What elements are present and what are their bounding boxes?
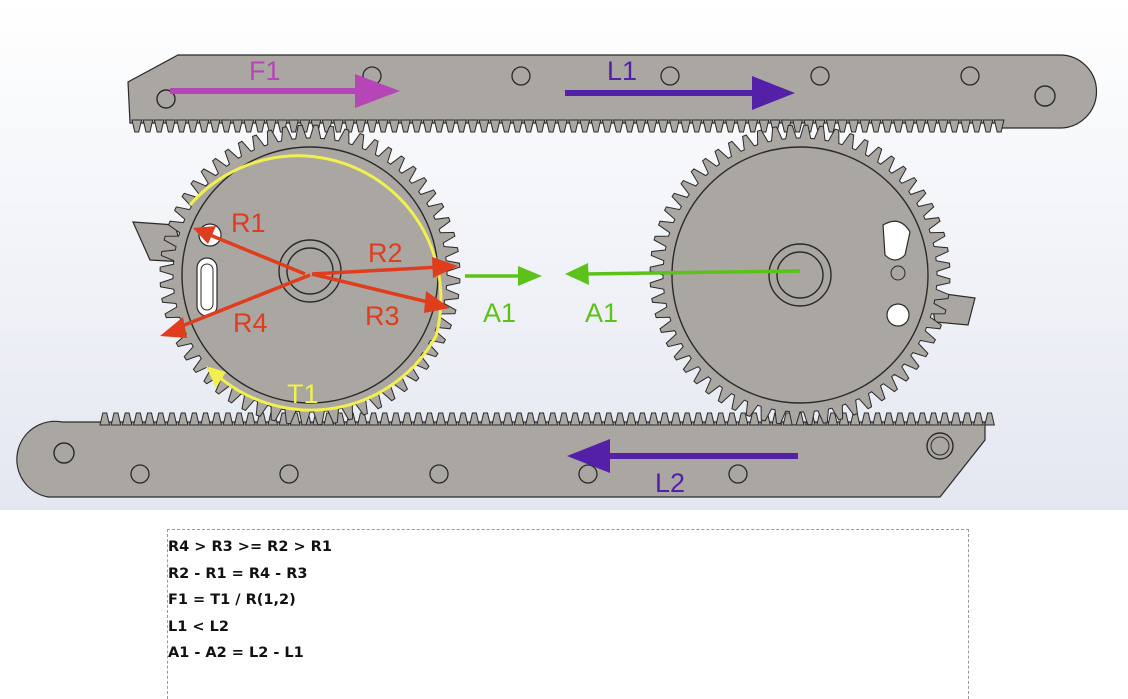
rack-and-gear-diagram: F1 L1 L2 R1 R2 R3 R4 A1 A1 T1 [0, 0, 1128, 510]
note-line-5: A1 - A2 = L2 - L1 [168, 645, 304, 661]
lower-rack-hole [578, 464, 598, 484]
lower-rack-hole [130, 464, 150, 484]
right-gear-rim [671, 146, 929, 404]
torque-arrowhead [206, 366, 226, 388]
note-line-1: R4 > R3 >= R2 > R1 [168, 539, 332, 555]
note-line-2: R2 - R1 = R4 - R3 [168, 565, 308, 582]
upper-rack-pivot-left [156, 89, 176, 109]
label-R4: R4 [233, 308, 268, 338]
upper-rack-hole [810, 66, 830, 86]
lower-rack-body [16, 420, 986, 498]
lower-rack-hole [279, 464, 299, 484]
upper-rack-pivot [1034, 85, 1056, 107]
left-gear-bore [286, 247, 334, 295]
label-L1: L1 [607, 56, 637, 86]
upper-rack-hole [511, 66, 531, 86]
right-gear-hub [768, 243, 832, 307]
lower-rack-hole [429, 464, 449, 484]
torque-arc-T1 [188, 154, 443, 412]
label-R1: R1 [231, 208, 266, 238]
right-gear-hole [886, 303, 910, 327]
lower-rack [16, 412, 995, 498]
lower-rack-hole [728, 464, 748, 484]
radius-arrow-R2 [311, 257, 458, 278]
radius-arrow-R3 [311, 272, 450, 313]
lower-rack-pivot-left [53, 442, 75, 464]
linear-arrow-L1 [565, 76, 795, 110]
right-gear-hole-small [890, 265, 906, 281]
notes-box: R4 > R3 >= R2 > R1 R2 - R1 = R4 - R3 F1 … [167, 529, 969, 699]
note-line-4: L1 < L2 [168, 618, 229, 635]
upper-rack-hole [960, 66, 980, 86]
radius-arrow-R4 [160, 273, 311, 338]
axial-arrow-A1-left [465, 266, 542, 286]
label-R2: R2 [368, 238, 403, 268]
right-gear [649, 124, 976, 426]
radius-arrow-R1 [193, 226, 306, 276]
right-gear-teeth [649, 124, 951, 426]
lower-rack-pivot-right [926, 432, 954, 460]
lower-rack-teeth [99, 412, 995, 426]
left-gear-slot-inner [200, 263, 214, 311]
lower-rack-pivot-right-inner [930, 436, 950, 456]
axial-arrow-A1-right [565, 263, 801, 285]
label-L2: L2 [655, 468, 685, 498]
label-R3: R3 [365, 301, 400, 331]
right-gear-slot [882, 220, 911, 261]
linear-arrow-L2 [567, 439, 798, 473]
note-line-3: F1 = T1 / R(1,2) [168, 592, 296, 608]
label-F1: F1 [249, 56, 281, 86]
right-gear-bore [776, 251, 824, 299]
label-A1-right: A1 [585, 298, 618, 328]
upper-rack-hole [660, 66, 680, 86]
force-arrow-F1 [170, 74, 400, 108]
left-gear-slot [196, 257, 218, 317]
label-T1: T1 [287, 379, 319, 409]
label-A1-left: A1 [483, 298, 516, 328]
